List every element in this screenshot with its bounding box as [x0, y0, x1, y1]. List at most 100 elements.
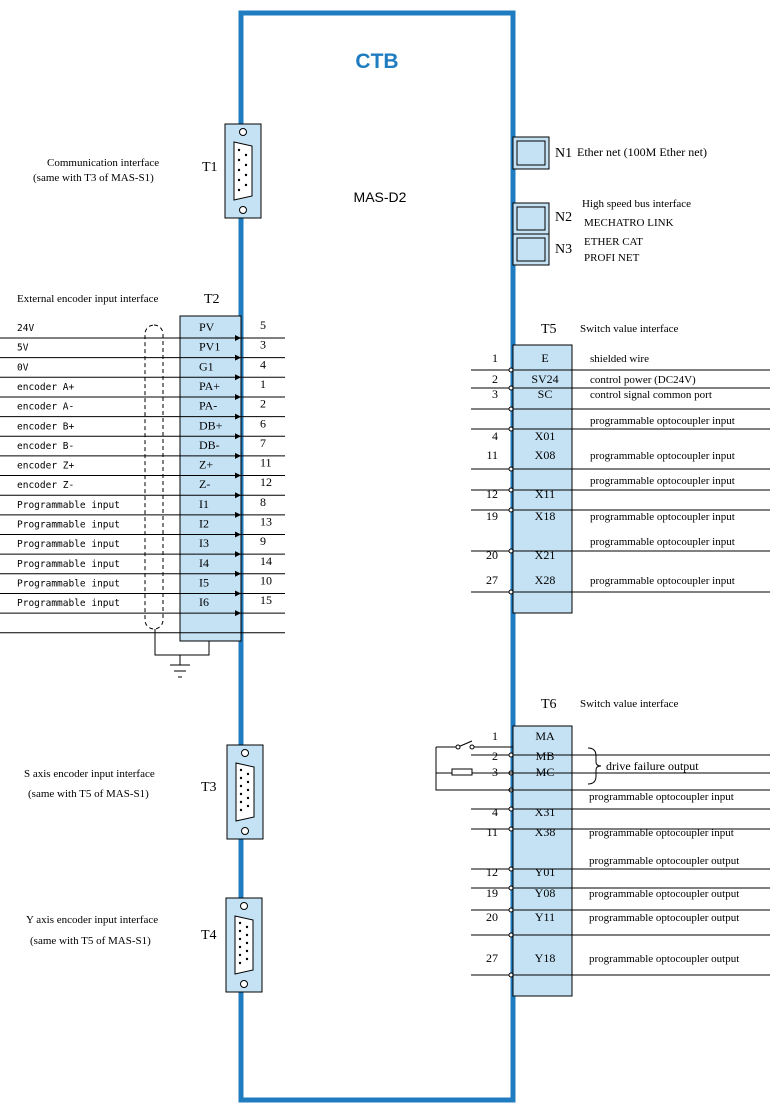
t2-arrow	[235, 492, 241, 499]
t5-row-number: 19	[486, 509, 498, 523]
t5-terminal-dot	[508, 406, 514, 412]
t5-terminal-dot	[508, 589, 514, 595]
t2-pin-number: 1	[260, 377, 266, 391]
t5-row-desc: control power (DC24V)	[590, 374, 696, 386]
t2-pin-label: PA-	[199, 399, 217, 413]
t2-arrow	[235, 511, 241, 518]
n1-tag: N1	[555, 146, 572, 161]
t6-row-desc: programmable optocoupler output	[589, 888, 739, 900]
t6-heading: Switch value interface	[580, 698, 678, 710]
t6-tag: T6	[541, 697, 557, 712]
t6-terminal-dot	[508, 972, 514, 978]
t2-signal-label: encoder B-	[17, 441, 74, 452]
t6-terminal-dot	[508, 826, 514, 832]
t2-pin-number: 13	[260, 515, 272, 529]
t6-row-number: 27	[486, 951, 498, 965]
t2-arrow	[235, 433, 241, 440]
n3-label-2: PROFI NET	[584, 252, 640, 264]
t5-row-number: 3	[492, 387, 498, 401]
t2-arrow	[235, 413, 241, 420]
t6-row-number: 1	[492, 729, 498, 743]
t2-pin-label: I2	[199, 517, 209, 531]
t5-row-desc: programmable optocoupler input	[590, 536, 735, 548]
t5-row-desc: control signal common port	[590, 389, 712, 401]
t4-note: (same with T5 of MAS-S1)	[30, 935, 151, 947]
t6-row-number: 20	[486, 910, 498, 924]
t1-connector	[224, 123, 262, 219]
t6-row-number: 4	[492, 805, 498, 819]
n1-port	[512, 136, 550, 170]
t5-row-number: 4	[492, 429, 498, 443]
t5-terminal-block	[512, 344, 573, 614]
t6-row-desc: programmable optocoupler output	[589, 912, 739, 924]
t6-pin-label: Y18	[535, 951, 556, 965]
t5-row-number: 2	[492, 372, 498, 386]
t5-row-number: 12	[486, 487, 498, 501]
t6-pin-label: X31	[535, 805, 556, 819]
t4-tag: T4	[201, 928, 217, 943]
t6-pin-label: Y01	[535, 865, 556, 879]
n2-port	[512, 202, 550, 235]
t6-terminal-dot	[508, 932, 514, 938]
n2-tag: N2	[555, 210, 572, 225]
t5-pin-label: X01	[535, 429, 556, 443]
t6-terminal-dot	[508, 752, 514, 758]
t6-row-number: 12	[486, 865, 498, 879]
t2-pin-number: 14	[260, 554, 272, 568]
t2-arrow	[235, 374, 241, 381]
t2-pin-number: 2	[260, 397, 266, 411]
ground-wire	[154, 629, 210, 678]
t5-terminal-dot	[508, 507, 514, 513]
t2-signal-label: Programmable input	[17, 578, 120, 589]
t5-row-number: 20	[486, 548, 498, 562]
t5-row-number: 27	[486, 573, 498, 587]
relay-brace	[587, 747, 602, 785]
t2-pin-number: 15	[260, 593, 272, 607]
t4-connector	[225, 897, 263, 993]
t2-signal-label: 24V	[17, 323, 34, 334]
t2-signal-label: encoder A-	[17, 402, 74, 413]
t6-terminal-block	[512, 725, 573, 997]
t5-terminal-dot	[508, 466, 514, 472]
t6-row-desc: programmable optocoupler output	[589, 855, 739, 867]
t5-pin-label: X11	[535, 487, 555, 501]
t2-pin-label: I3	[199, 536, 209, 550]
t2-pin-number: 5	[260, 318, 266, 332]
t6-row-desc: programmable optocoupler input	[589, 827, 734, 839]
t5-row-desc: programmable optocoupler input	[590, 475, 735, 487]
t3-label: S axis encoder input interface	[24, 768, 155, 780]
t6-row-number: 2	[492, 749, 498, 763]
t2-signal-label: encoder Z+	[17, 461, 74, 472]
t2-arrow	[235, 472, 241, 479]
board-outline	[238, 10, 516, 1103]
t5-heading: Switch value interface	[580, 323, 678, 335]
t2-pin-number: 6	[260, 416, 266, 430]
t2-pin-label: PV1	[199, 340, 220, 354]
t5-row-number: 11	[486, 448, 498, 462]
t5-pin-label: X21	[535, 548, 556, 562]
t5-terminal-dot	[508, 487, 514, 493]
t2-pin-number: 9	[260, 534, 266, 548]
n1-label: Ether net (100M Ether net)	[577, 145, 707, 159]
t2-pin-label: PA+	[199, 379, 220, 393]
t5-row-desc: programmable optocoupler input	[590, 450, 735, 462]
t2-pin-label: I6	[199, 595, 209, 609]
t2-pin-label: Z+	[199, 458, 213, 472]
n2-label: MECHATRO LINK	[584, 217, 674, 229]
t1-note: (same with T3 of MAS-S1)	[33, 172, 154, 184]
relay-contacts	[435, 740, 513, 791]
t2-signal-label: Programmable input	[17, 500, 120, 511]
t3-connector	[226, 744, 264, 840]
t5-pin-label: X28	[535, 573, 556, 587]
t2-signal-label: 5V	[17, 343, 29, 354]
t6-pin-label: MC	[536, 765, 555, 779]
t5-pin-label: SC	[538, 387, 553, 401]
t2-signal-label: 0V	[17, 362, 29, 373]
t6-terminal-dot	[508, 907, 514, 913]
t5-row-desc: shielded wire	[590, 353, 649, 365]
t6-pin-label: MB	[536, 749, 555, 763]
relay-label: drive failure output	[606, 759, 699, 773]
t6-row-desc: programmable optocoupler output	[589, 953, 739, 965]
